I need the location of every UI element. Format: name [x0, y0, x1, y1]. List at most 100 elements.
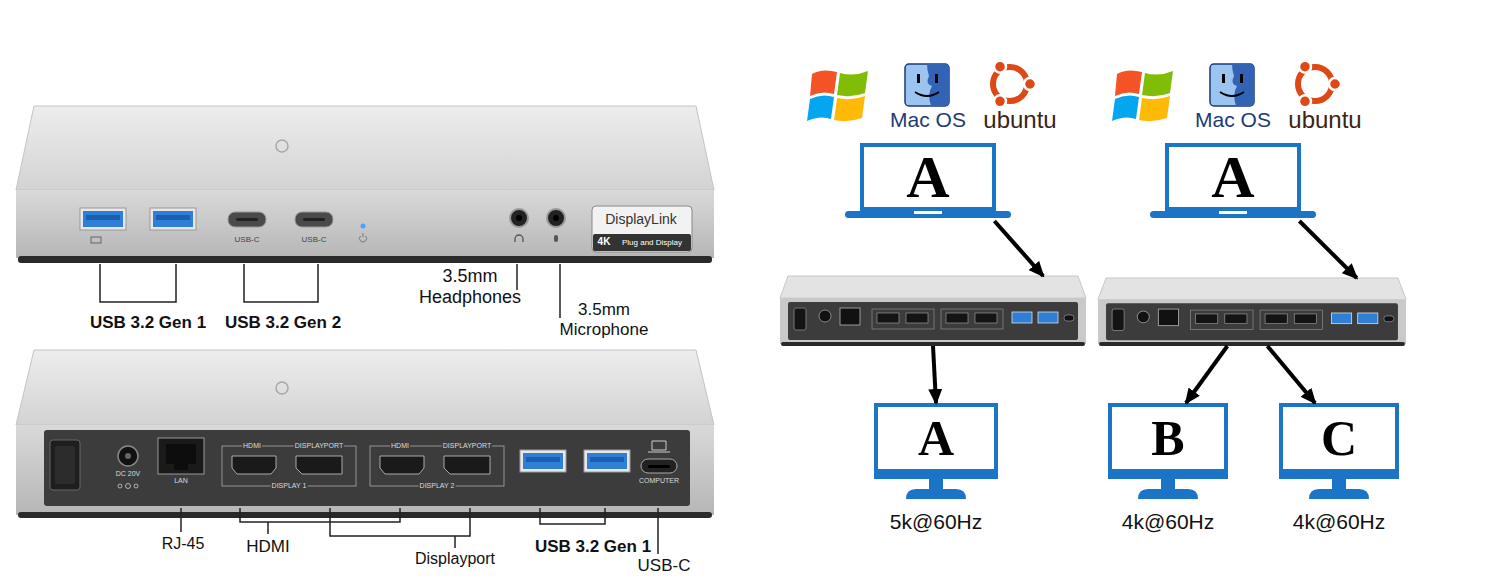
monitor-icon-outline-part: [1332, 479, 1346, 490]
monitor-icon-outline-part: [1138, 489, 1198, 499]
ubuntu-logo-part: [1299, 95, 1311, 107]
screen-letter: A: [878, 407, 994, 469]
dock-icon: [780, 276, 1086, 346]
dock-icon-outline: [780, 276, 1086, 346]
dock-icon-outline-part: [1260, 310, 1322, 329]
callout-bracket-part: [267, 522, 269, 534]
port-marking: USB-C: [235, 235, 260, 244]
callout-bracket-part: [657, 508, 659, 554]
dock-icon-outline-part: [781, 342, 1085, 346]
usb-a-port-part: [584, 450, 630, 472]
display-port-group-part: [370, 446, 504, 486]
arrow-connector: [933, 346, 936, 403]
badge-text: Plug and Display: [622, 238, 682, 247]
mac-logo: [905, 64, 949, 106]
dock-icon-outline-part: [877, 313, 899, 323]
dock-icon-outline-part: [975, 313, 997, 323]
ubuntu-logo-part: [1329, 78, 1341, 90]
usb-a-port-part: [153, 211, 193, 227]
mac-logo-part: [917, 74, 920, 83]
dock-icon-outline-part: [1158, 309, 1178, 326]
usb-a-port: [520, 450, 630, 472]
screen-letter: B: [1112, 407, 1224, 469]
ubuntu-logo-part: [1299, 61, 1311, 73]
dock-icon-outline-part: [946, 313, 968, 323]
dock-icon-outline-part: [1384, 316, 1394, 322]
display-port-group: [222, 446, 504, 486]
usb-c-port-part: [236, 218, 258, 221]
dock-back-view: [16, 350, 714, 554]
callout-bracket: [100, 264, 560, 318]
monitor-icon-outline-part: [1110, 469, 1226, 479]
power-switch-part: [55, 446, 75, 484]
dock-icon-outline-part: [1137, 311, 1149, 323]
laptop-icon-outline-part: [1167, 145, 1299, 209]
dock-icon-outline: [1098, 278, 1406, 346]
port-callout: HDMI: [246, 537, 289, 557]
power-switch-part: [50, 440, 80, 490]
lan-port-part: [166, 444, 196, 464]
monitor-icon-outline-part: [1309, 489, 1369, 499]
port-callout: Displayport: [415, 550, 495, 568]
port-marking: LAN: [174, 477, 188, 485]
port-marking: USB-C: [302, 235, 327, 244]
dock-icon-outline-part: [941, 309, 1003, 329]
usb-a-port-part: [86, 215, 120, 220]
monitor-icon-outline-part: [876, 405, 996, 477]
laptop-icon-outline-part: [1219, 211, 1247, 214]
mac-logo-part: [1232, 64, 1254, 106]
resolution-label: 5k@60Hz: [834, 511, 1038, 532]
callout-bracket-part: [559, 264, 561, 318]
dock-icon-outline-part: [1225, 314, 1247, 324]
display-port-group-part: [222, 446, 356, 486]
dock-icon-outline-part: [1191, 310, 1253, 329]
mac-logo-part: [915, 92, 939, 96]
mac-logo-part: [1222, 74, 1225, 83]
dock-front-view-part: [16, 106, 714, 190]
arrow-connector: [1186, 346, 1227, 403]
audio-jack-part: [547, 209, 565, 227]
usb-c-port-part: [303, 218, 325, 221]
windows-logo-part: [837, 71, 868, 96]
monitor-icon-outline-part: [876, 469, 996, 479]
port-callout: USB 3.2 Gen 2: [225, 313, 341, 333]
windows-logo-part: [1139, 96, 1170, 121]
arrow-connector: [1299, 221, 1356, 278]
dock-icon-outline-part: [1332, 313, 1352, 324]
port-marking: DISPLAY 1: [271, 482, 308, 490]
mac-logo: [1210, 64, 1254, 106]
badge-text: DisplayLink: [605, 211, 677, 227]
dock-icon-outline-part: [794, 308, 806, 330]
power-icon: [360, 233, 367, 242]
os-name: Mac OS: [1195, 108, 1271, 132]
resolution-label: 4k@60Hz: [1068, 511, 1268, 532]
ubuntu-logo-part: [994, 61, 1006, 73]
dc-jack-part: [126, 484, 131, 489]
ubuntu-logo-part: [1024, 78, 1036, 90]
dock-icon-outline-part: [1064, 315, 1074, 321]
port-marking: COMPUTER: [639, 477, 679, 485]
usb-a-port: [80, 208, 196, 230]
laptop-icon-outline-part: [1150, 211, 1316, 218]
dock-icon-outline-part: [1112, 309, 1124, 330]
dock-icon-outline-part: [906, 313, 928, 323]
dc-jack-part: [134, 484, 138, 488]
usb-a-port-part: [523, 453, 563, 469]
windows-logo-part: [1112, 95, 1139, 121]
usb-a-port-part: [526, 457, 560, 462]
dock-icon-outline-part: [1038, 312, 1058, 323]
usb-c-port-part: [648, 465, 670, 468]
usb-a-port-part: [80, 208, 126, 230]
callout-bracket-part: [516, 264, 518, 290]
displaylink-badge-part: [592, 206, 692, 252]
usb-c-port: [641, 441, 677, 473]
audio-jack: [510, 209, 565, 242]
windows-logo-part: [810, 70, 837, 96]
monitor-icon-outline-part: [906, 489, 966, 499]
mac-logo-part: [905, 64, 949, 106]
dock-icon: [1098, 278, 1406, 346]
dock-back-view-part: [18, 512, 712, 518]
windows-logo-part: [1142, 71, 1173, 96]
port-callout: USB 3.2 Gen 1: [90, 313, 206, 333]
port-marking: HDMI: [242, 442, 262, 450]
